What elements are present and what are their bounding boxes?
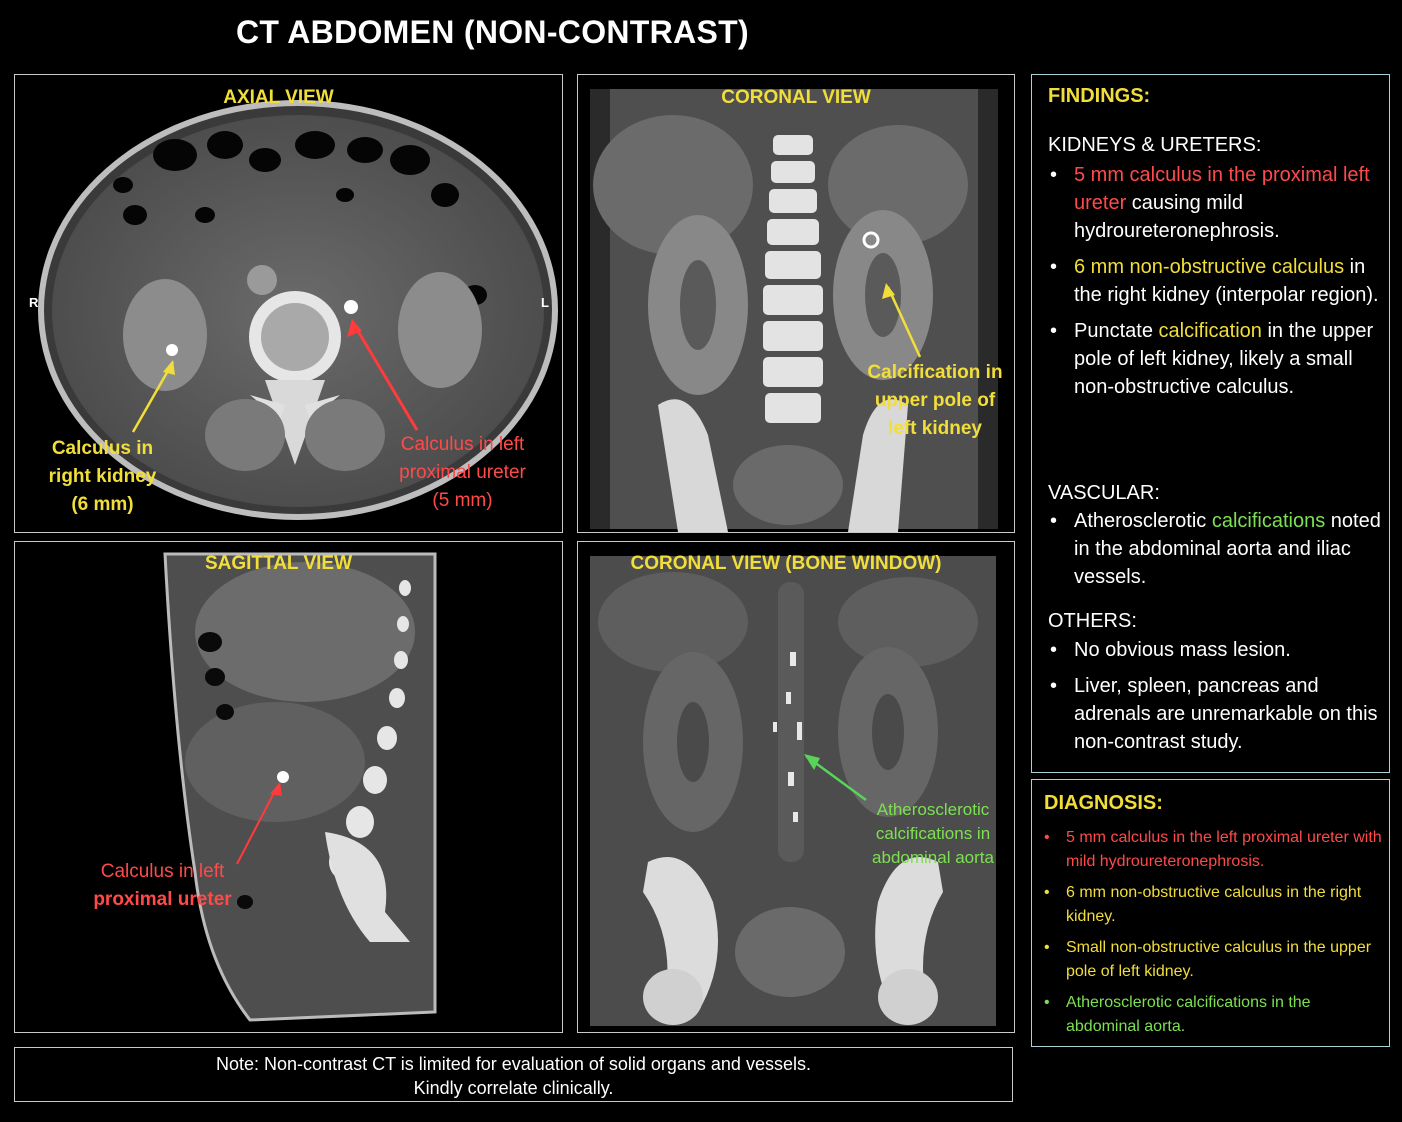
others-header: OTHERS: xyxy=(1048,610,1137,632)
annotation-left-ureter-calculus: Calculus in left proximal ureter (5 mm) xyxy=(380,431,545,515)
findings-box: FINDINGS: KIDNEYS & URETERS: 5 mm calcul… xyxy=(1031,74,1390,773)
sagittal-ct-image xyxy=(163,552,437,1022)
finding-text: in the right kidney (interpolar region). xyxy=(1074,256,1379,306)
annotation-line: upper pole of xyxy=(874,390,996,411)
annotation-sagittal-ureter-calculus: Calculus in left proximal ureter xyxy=(85,858,240,914)
annotation-aortic-calcification: Atherosclerotic calcifications in abdomi… xyxy=(858,798,1008,870)
diagnosis-box: DIAGNOSIS: 5 mm calculus in the left pro… xyxy=(1031,779,1390,1047)
finding-highlight: 5 mm calculus in the proximal left urete… xyxy=(1074,164,1370,214)
note-line: Kindly correlate clinically. xyxy=(413,1078,614,1098)
annotation-line: left kidney xyxy=(888,418,982,439)
findings-header: FINDINGS: xyxy=(1048,85,1151,107)
finding-item: 6 mm non-obstructive calculus in the rig… xyxy=(1048,253,1383,309)
axial-ct-image xyxy=(38,100,558,520)
finding-text: Punctate xyxy=(1074,320,1159,342)
note-box: Note: Non-contrast CT is limited for eva… xyxy=(14,1047,1013,1102)
finding-text: in the upper pole of left kidney, likely… xyxy=(1074,320,1374,398)
note-line: Note: Non-contrast CT is limited for eva… xyxy=(216,1054,811,1074)
finding-item: Liver, spleen, pancreas and adrenals are… xyxy=(1048,672,1383,756)
axial-side-marker-left: L xyxy=(541,295,549,310)
others-findings-list: No obvious mass lesion. Liver, spleen, p… xyxy=(1048,636,1383,764)
page-title: CT ABDOMEN (NON-CONTRAST) xyxy=(236,14,749,50)
finding-item: No obvious mass lesion. xyxy=(1048,636,1383,664)
diagnosis-item: 5 mm calculus in the left proximal urete… xyxy=(1044,826,1386,874)
finding-text: Atherosclerotic xyxy=(1074,510,1212,532)
annotation-line: (6 mm) xyxy=(71,494,134,515)
kidneys-ureters-header: KIDNEYS & URETERS: xyxy=(1048,134,1262,156)
axial-side-marker-right: R xyxy=(29,295,39,310)
coronal-bone-ct-image xyxy=(590,556,996,1026)
finding-highlight: calcifications xyxy=(1211,510,1326,532)
finding-highlight: 6 mm non-obstructive calculus xyxy=(1074,256,1345,278)
sagittal-view-panel: SAGITTAL VIEW Calculus in left proximal … xyxy=(14,541,563,1033)
finding-text: causing mild hydroureteronephrosis. xyxy=(1074,192,1280,242)
annotation-right-kidney-calculus: Calculus in right kidney (6 mm) xyxy=(25,435,180,519)
annotation-line: right kidney xyxy=(48,466,157,487)
finding-item: 5 mm calculus in the proximal left urete… xyxy=(1048,161,1383,245)
finding-text: noted in the abdominal aorta and iliac v… xyxy=(1074,510,1381,588)
diagnosis-list: 5 mm calculus in the left proximal urete… xyxy=(1044,826,1386,1046)
coronal-bone-view-title: CORONAL VIEW (BONE WINDOW) xyxy=(630,553,942,574)
vascular-header: VASCULAR: xyxy=(1048,482,1160,504)
diagnosis-item: Atherosclerotic calcifications in the ab… xyxy=(1044,991,1386,1039)
diagnosis-item: Small non-obstructive calculus in the up… xyxy=(1044,936,1386,984)
annotation-line: Calculus in left xyxy=(100,861,225,882)
sagittal-view-title: SAGITTAL VIEW xyxy=(204,553,353,574)
coronal-ct-image xyxy=(590,89,998,532)
annotation-line: proximal ureter xyxy=(93,889,232,910)
annotation-line: Calculus in xyxy=(51,438,154,459)
axial-view-panel: AXIAL VIEW R L Calculus in right kidney … xyxy=(14,74,563,533)
annotation-upper-pole-calcification: Calcification in upper pole of left kidn… xyxy=(860,359,1010,443)
finding-item: Atherosclerotic calcifications noted in … xyxy=(1048,507,1383,591)
axial-view-title: AXIAL VIEW xyxy=(223,87,334,108)
finding-item: Punctate calcification in the upper pole… xyxy=(1048,317,1383,401)
diagnosis-item: 6 mm non-obstructive calculus in the rig… xyxy=(1044,881,1386,929)
annotation-line: proximal ureter xyxy=(399,462,526,483)
diagnosis-header: DIAGNOSIS: xyxy=(1044,792,1163,814)
annotation-line: calcifications in xyxy=(875,824,991,843)
annotation-line: Calcification in xyxy=(867,362,1003,383)
finding-highlight: calcification xyxy=(1158,320,1262,342)
annotation-line: Atherosclerotic xyxy=(876,800,990,819)
vascular-findings-list: Atherosclerotic calcifications noted in … xyxy=(1048,507,1383,599)
annotation-line: abdominal aorta xyxy=(872,848,994,867)
coronal-view-title: CORONAL VIEW xyxy=(721,87,871,108)
coronal-view-panel: CORONAL VIEW Calcification in upper pole… xyxy=(577,74,1015,533)
coronal-bone-view-panel: CORONAL VIEW (BONE WINDOW) Atherosclerot… xyxy=(577,541,1015,1033)
annotation-line: Calculus in left xyxy=(400,434,525,455)
annotation-line: (5 mm) xyxy=(432,490,493,511)
kidneys-findings-list: 5 mm calculus in the proximal left urete… xyxy=(1048,161,1383,409)
